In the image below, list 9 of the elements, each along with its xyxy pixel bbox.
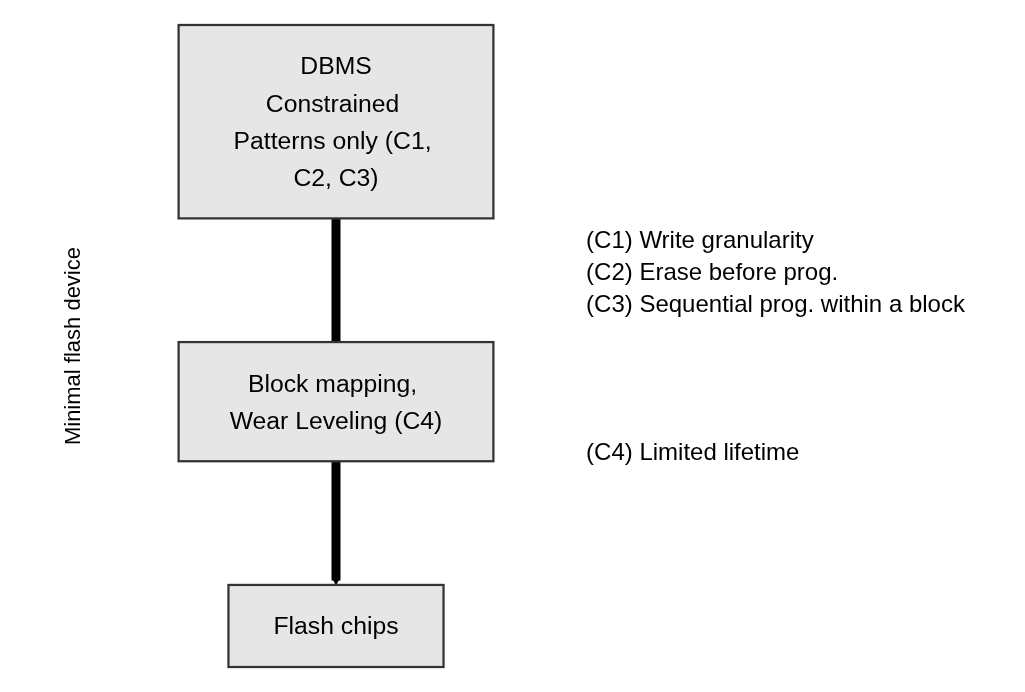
bracket-label: Minimal flash device: [60, 246, 86, 446]
constraint-note: (C4) Limited lifetime: [586, 438, 801, 466]
constraint-note: (C3) Sequential prog. within a block: [586, 290, 965, 318]
node-box: DBMS Constrained Patterns only (C1, C2, C3): [177, 23, 495, 220]
constraint-note: (C2) Erase before prog.: [586, 258, 840, 286]
constraint-note: (C1) Write granularity: [586, 226, 815, 254]
node-box: Flash chips: [227, 583, 445, 669]
connector: [331, 218, 341, 343]
node-box: Block mapping, Wear Leveling (C4): [177, 340, 495, 463]
